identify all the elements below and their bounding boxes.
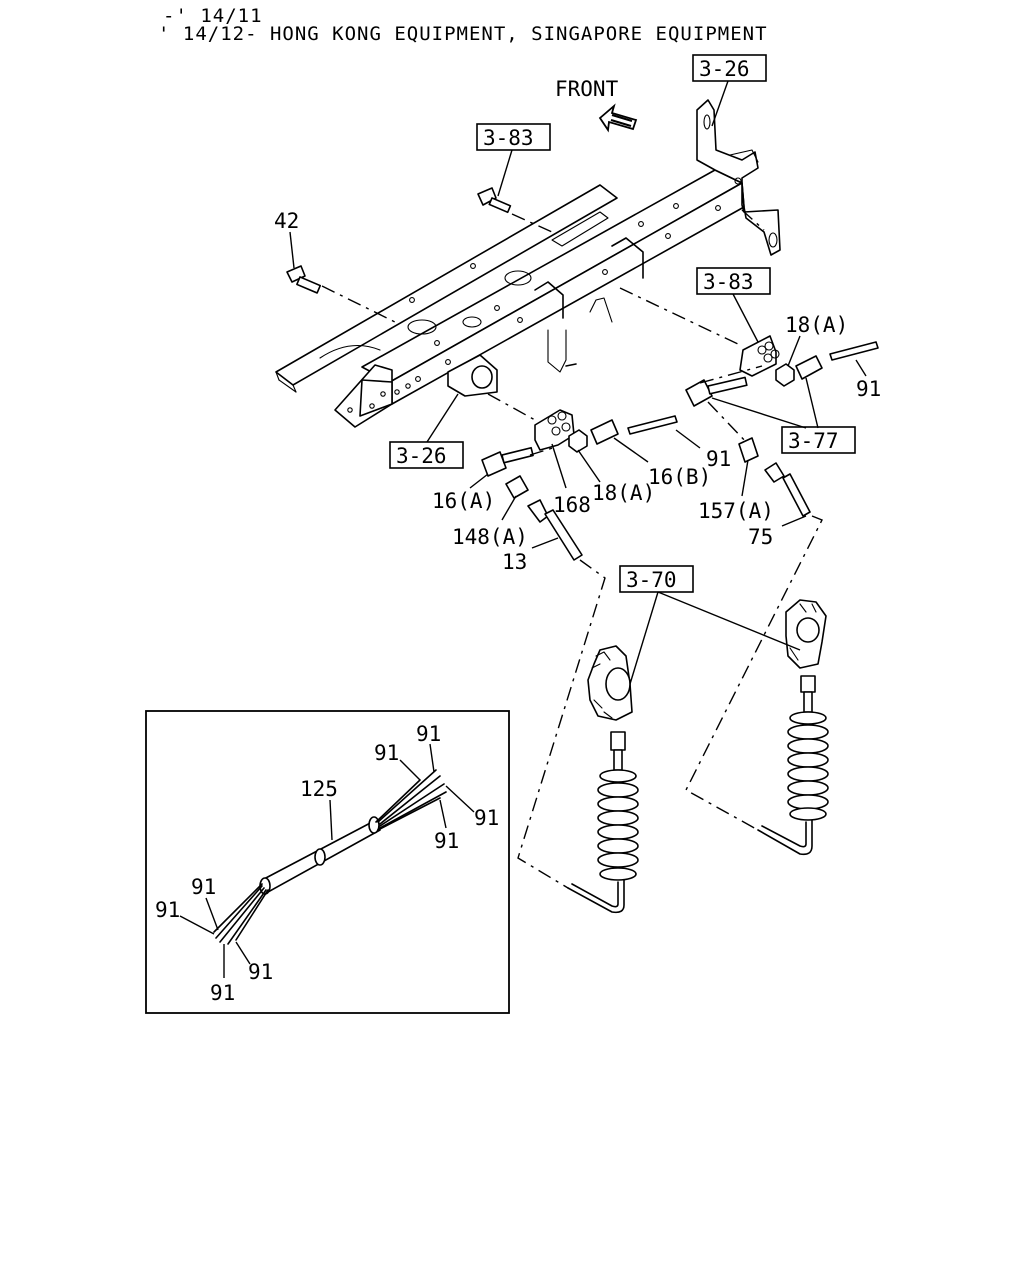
nut-18a-mid[interactable] <box>568 429 588 453</box>
callout-13[interactable]: 13 <box>502 550 527 574</box>
pipe-75[interactable] <box>764 462 811 517</box>
harness-125[interactable] <box>213 769 447 945</box>
ref-box-3-77[interactable]: 3-77 <box>781 426 856 454</box>
coil-hose-right[interactable] <box>757 675 829 856</box>
header-line-1: -' 14/11 <box>163 5 263 27</box>
inset-callout-91-a[interactable]: 91 <box>416 722 441 746</box>
inset-callout-91-g[interactable]: 91 <box>248 960 273 984</box>
fitting-16b-right[interactable] <box>795 355 823 380</box>
svg-text:3-26: 3-26 <box>699 57 750 81</box>
svg-text:3-83: 3-83 <box>483 126 534 150</box>
callout-75[interactable]: 75 <box>748 525 773 549</box>
inset-panel: 125 91 91 91 91 91 91 91 91 <box>145 710 510 1014</box>
header-line-2: ' 14/12- HONG KONG EQUIPMENT, SINGAPORE … <box>158 23 768 45</box>
svg-text:3-26: 3-26 <box>396 444 447 468</box>
inset-callout-91-b[interactable]: 91 <box>374 741 399 765</box>
callout-148a[interactable]: 148(A) <box>452 525 528 549</box>
callout-168[interactable]: 168 <box>553 493 591 517</box>
callout-16b[interactable]: 16(B) <box>648 465 711 489</box>
callout-91-top[interactable]: 91 <box>856 377 881 401</box>
stud-bracket-middle[interactable] <box>534 409 575 451</box>
ref-box-3-70[interactable]: 3-70 <box>619 565 694 593</box>
inset-callout-91-e[interactable]: 91 <box>191 875 216 899</box>
svg-text:3-83: 3-83 <box>703 270 754 294</box>
frame-crossmember <box>275 99 781 428</box>
callout-157a[interactable]: 157(A) <box>698 499 774 523</box>
glad-hand-left[interactable] <box>587 645 633 721</box>
pipe-91-mid[interactable] <box>627 415 678 435</box>
pipe-91-top[interactable] <box>829 341 879 361</box>
fitting-16b-mid[interactable] <box>590 419 619 445</box>
callout-18a-top[interactable]: 18(A) <box>785 313 848 337</box>
coil-hose-left[interactable] <box>567 731 639 914</box>
bolt-16a-left[interactable] <box>481 446 534 477</box>
bolt-42[interactable] <box>286 265 322 294</box>
inset-callout-91-f[interactable]: 91 <box>155 898 180 922</box>
callout-16a[interactable]: 16(A) <box>432 489 495 513</box>
glad-hand-right[interactable] <box>785 599 827 669</box>
callout-18a-mid[interactable]: 18(A) <box>592 481 655 505</box>
bolt-3-83-top[interactable] <box>477 187 512 214</box>
inset-callout-91-h[interactable]: 91 <box>210 981 235 1005</box>
ref-box-3-83-top[interactable]: 3-83 <box>476 123 551 151</box>
pipe-13[interactable] <box>527 499 583 561</box>
svg-text:3-70: 3-70 <box>626 568 677 592</box>
svg-text:3-77: 3-77 <box>788 429 839 453</box>
fitting-148a[interactable] <box>505 475 529 499</box>
fitting-157a[interactable] <box>738 437 759 463</box>
ref-box-3-26-top[interactable]: 3-26 <box>692 54 767 82</box>
inset-callout-125[interactable]: 125 <box>300 777 338 801</box>
inset-callout-91-d[interactable]: 91 <box>434 829 459 853</box>
stud-bracket-right[interactable] <box>739 335 780 377</box>
callout-91-mid[interactable]: 91 <box>706 447 731 471</box>
inset-callout-91-c[interactable]: 91 <box>474 806 499 830</box>
bolt-16a-right[interactable] <box>685 376 748 407</box>
front-arrow-icon <box>598 103 638 133</box>
nut-18a-top[interactable] <box>775 363 795 387</box>
front-label: FRONT <box>555 77 619 101</box>
callout-42[interactable]: 42 <box>274 209 299 233</box>
ref-box-3-83-right[interactable]: 3-83 <box>696 267 771 295</box>
ref-box-3-26-left[interactable]: 3-26 <box>389 441 464 469</box>
